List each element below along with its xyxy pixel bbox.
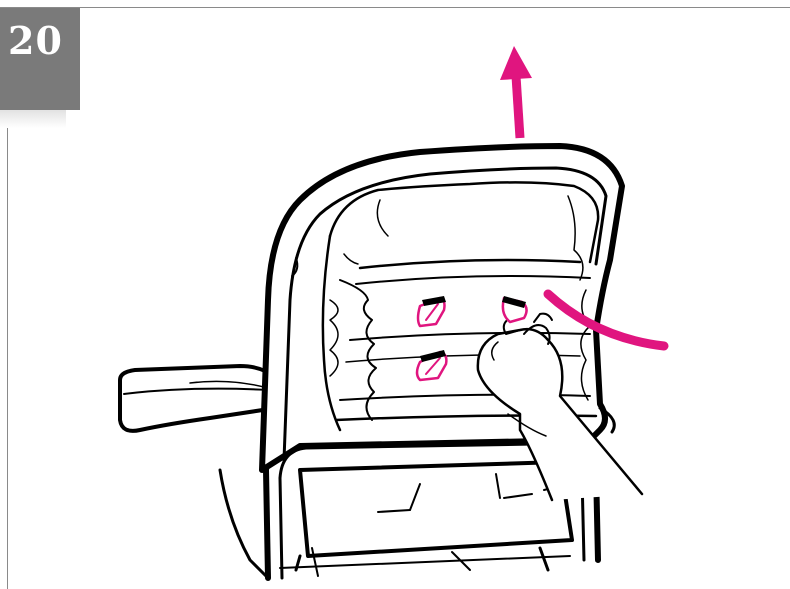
tray [120,366,282,431]
lift-up-arrow-icon [500,46,532,138]
